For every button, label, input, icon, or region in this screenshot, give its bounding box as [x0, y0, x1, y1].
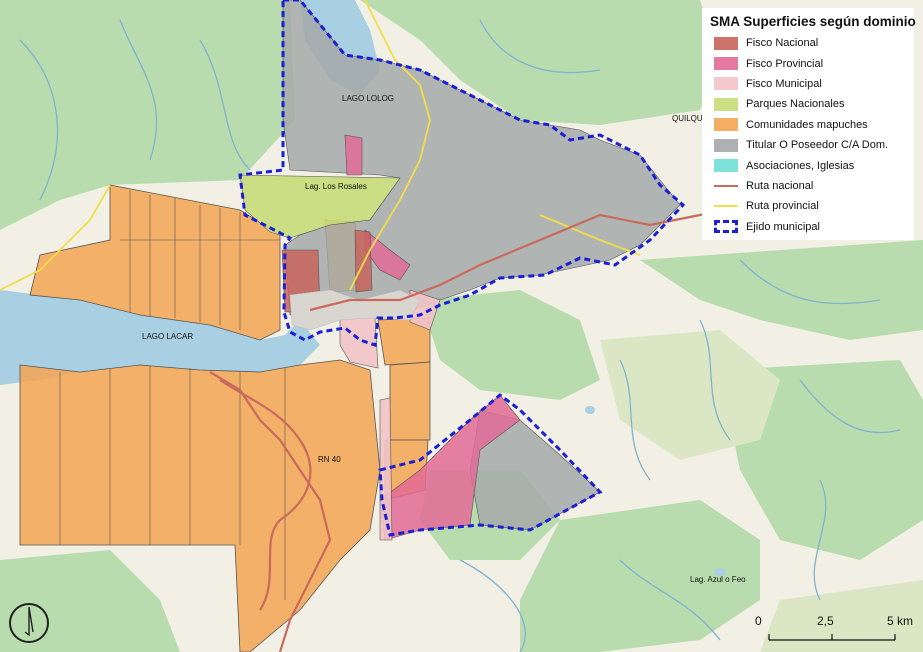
map-legend: SMA Superficies según dominio Fisco Naci… [702, 8, 916, 240]
legend-item: Ruta provincial [708, 196, 908, 216]
legend-label: Ejido municipal [746, 220, 820, 233]
scale-bar-graphic [768, 634, 896, 641]
legend-item: Comunidades mapuches [708, 115, 908, 135]
fisco-municipal-parcels [339, 289, 441, 541]
ruta-provincial-lines [0, 0, 641, 291]
legend-label: Comunidades mapuches [746, 118, 868, 131]
label-route: RN 40 [318, 455, 341, 464]
legend-item: Parques Nacionales [708, 94, 908, 114]
label-lag-azul: Lag. Azul o Feo [690, 575, 746, 584]
legend-label: Ruta nacional [746, 179, 814, 192]
legend-title: SMA Superficies según dominio [710, 14, 916, 29]
legend-item: Fisco Provincial [708, 53, 908, 73]
legend-swatch [714, 138, 738, 152]
legend-swatch [714, 77, 738, 91]
legend-label: Fisco Provincial [746, 57, 824, 70]
legend-swatch [714, 159, 738, 173]
legend-label: Asociaciones, Iglesias [746, 159, 855, 172]
legend-label: Fisco Municipal [746, 77, 822, 90]
legend-line-swatch [714, 184, 738, 187]
legend-item: Titular O Poseedor C/A Dom. [708, 135, 908, 155]
label-lago-lolog: LAGO LOLOG [342, 94, 394, 103]
legend-label: Fisco Nacional [746, 37, 819, 50]
legend-line-swatch [714, 205, 738, 208]
scrub-areas [600, 330, 923, 652]
legend-item: Fisco Municipal [708, 74, 908, 94]
label-lag-rosales: Lag. Los Rosales [305, 182, 367, 191]
legend-label: Titular O Poseedor C/A Dom. [746, 139, 889, 152]
legend-swatch [714, 118, 738, 132]
legend-label: Parques Nacionales [746, 98, 845, 111]
legend-swatch [714, 97, 738, 111]
streams [19, 19, 901, 652]
north-arrow-icon [9, 603, 49, 643]
scale-label-mid: 2,5 [817, 614, 834, 628]
legend-item: Fisco Nacional [708, 33, 908, 53]
legend-swatch [714, 57, 738, 71]
small-lagoon [585, 406, 595, 414]
legend-dash-swatch [714, 220, 738, 234]
legend-item: Asociaciones, Iglesias [708, 155, 908, 175]
legend-swatch [714, 36, 738, 50]
parcel-division-lines [59, 190, 286, 600]
label-quilquihue: QUILQUI [672, 114, 705, 123]
legend-item: Ejido municipal [708, 217, 908, 237]
lag-azul-water [714, 568, 726, 576]
scale-label-end: 5 km [887, 614, 914, 628]
lago-lacar-water [0, 290, 320, 385]
scale-bar: 0 2,5 5 km [745, 612, 920, 650]
legend-item: Ruta nacional [708, 176, 908, 196]
scale-label-zero: 0 [755, 614, 762, 628]
ejido-municipal-boundary [238, 0, 686, 537]
fisco-provincial-parcels [344, 134, 521, 541]
label-lago-lacar: LAGO LACAR [142, 332, 193, 341]
legend-label: Ruta provincial [746, 200, 819, 213]
